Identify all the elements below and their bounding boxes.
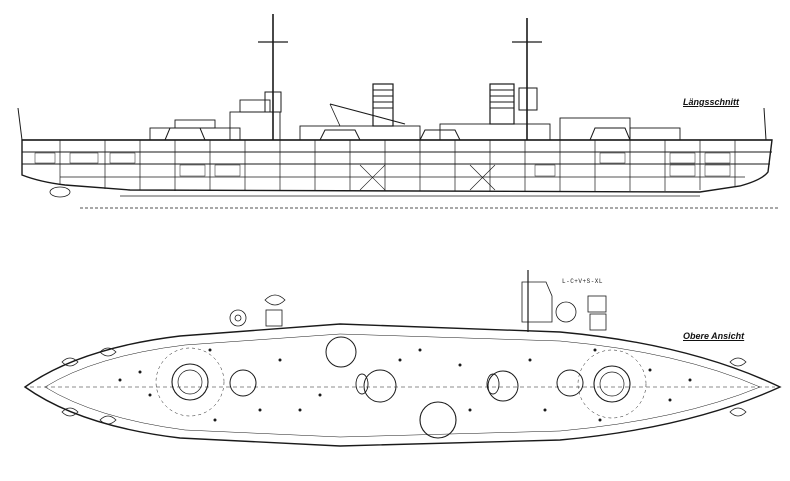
- top-turret-aft: [593, 365, 631, 403]
- side-view-profile: [17, 14, 780, 209]
- side-funnel-aft: [489, 83, 515, 125]
- side-view-label: Längsschnitt: [683, 97, 740, 107]
- side-hull-outline: [21, 139, 773, 193]
- top-turret-fore: [171, 363, 209, 401]
- top-view-plan: [23, 270, 782, 447]
- side-funnel-fore: [372, 83, 394, 127]
- top-view-label: Obere Ansicht: [683, 331, 745, 341]
- detail-label: L-C+V+S-XL: [562, 278, 604, 285]
- top-hull-outline: [23, 323, 782, 447]
